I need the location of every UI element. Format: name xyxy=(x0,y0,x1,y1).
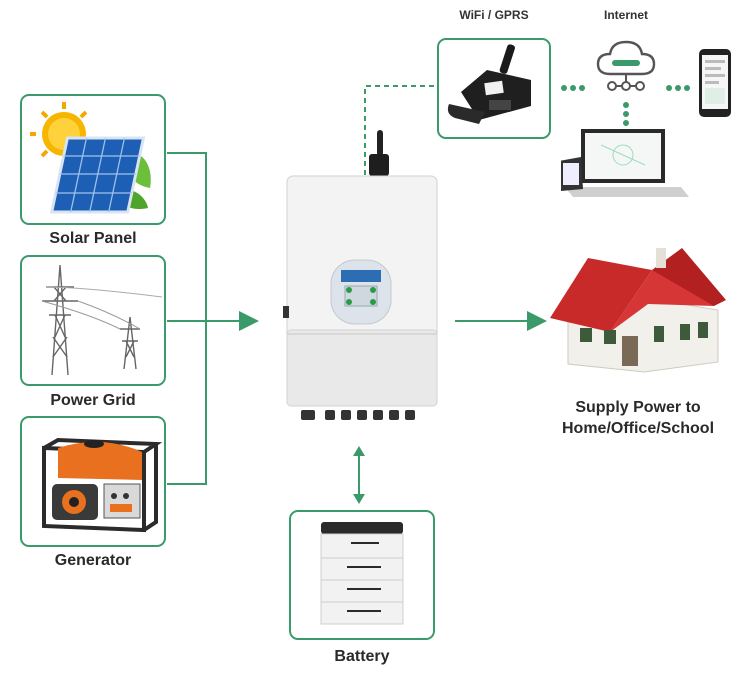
generator-box xyxy=(20,416,166,547)
internet-dots xyxy=(561,85,690,126)
wifi-gprs-label: WiFi / GPRS xyxy=(459,8,529,22)
wifi-dashed-link xyxy=(364,85,437,175)
battery-label: Battery xyxy=(334,648,390,665)
wifi-dongle-icon xyxy=(447,44,531,124)
supply-power-line-1: Supply Power to xyxy=(575,399,701,416)
generator-icon xyxy=(42,437,163,533)
inverter-icon xyxy=(283,130,438,420)
house-icon xyxy=(548,240,728,380)
power-tower-icon xyxy=(41,264,163,376)
inverter xyxy=(283,130,438,430)
wifi-dongle-box xyxy=(437,38,551,139)
internet-label: Internet xyxy=(603,8,648,22)
supply-power-label: Supply Power to Home/Office/School xyxy=(548,397,728,439)
battery-stack-icon xyxy=(320,522,404,625)
cloud-network-icon xyxy=(594,38,658,96)
generator-label: Generator xyxy=(54,552,132,569)
supply-power-line-2: Home/Office/School xyxy=(561,420,715,437)
power-grid-box xyxy=(20,255,166,386)
battery-box xyxy=(289,510,435,640)
smartphone-icon xyxy=(698,48,732,118)
laptop-icon xyxy=(559,127,689,201)
source-bus xyxy=(167,152,259,485)
solar-panel-box xyxy=(20,94,166,225)
solar-panel-label: Solar Panel xyxy=(49,230,137,247)
power-grid-label: Power Grid xyxy=(50,392,136,409)
solar-panel-icon xyxy=(30,102,151,214)
battery-link-arrow xyxy=(353,446,365,504)
